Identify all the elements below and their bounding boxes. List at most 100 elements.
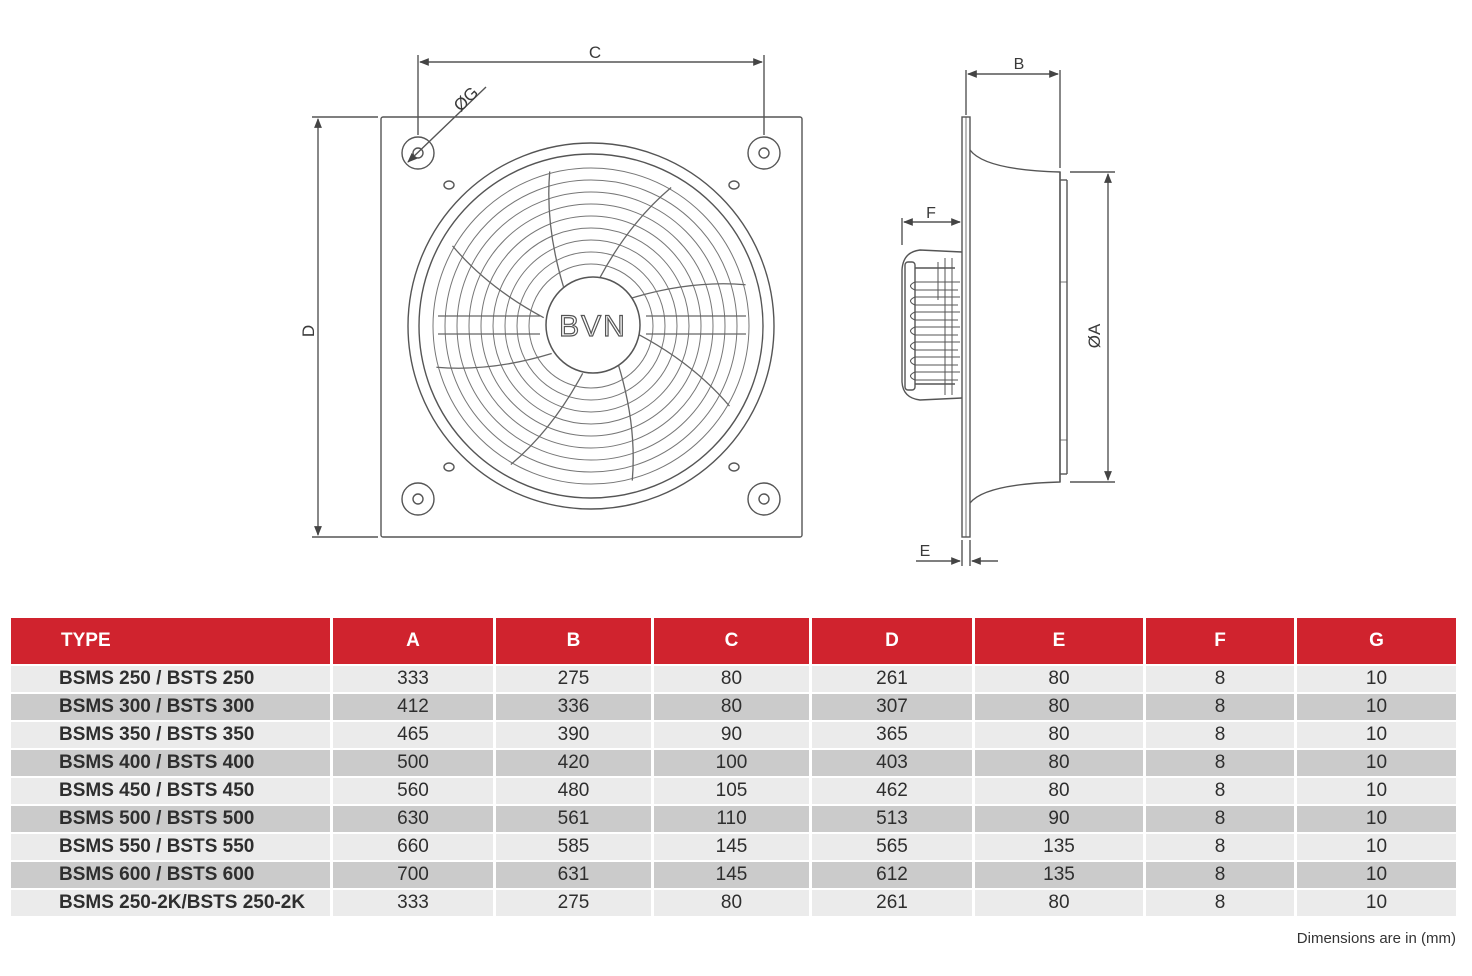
value-cell-a: 412 [333,694,493,720]
value-cell-f: 8 [1146,806,1294,832]
value-cell-e: 80 [975,750,1143,776]
fan-casing [969,149,1061,504]
value-cell-c: 110 [654,806,809,832]
type-cell: BSMS 250-2K/BSTS 250-2K [11,890,330,916]
value-cell-g: 10 [1297,750,1456,776]
value-cell-b: 631 [496,862,651,888]
value-cell-d: 513 [812,806,972,832]
value-cell-c: 145 [654,834,809,860]
value-cell-b: 390 [496,722,651,748]
bvn-logo: BVN [559,310,627,343]
value-cell-b: 336 [496,694,651,720]
value-cell-f: 8 [1146,694,1294,720]
dim-label-c: C [589,43,601,62]
column-header-c: C [654,618,809,664]
value-cell-e: 80 [975,890,1143,916]
motor-hub [545,276,641,374]
value-cell-g: 10 [1297,806,1456,832]
outer-ring [407,142,775,510]
guard-spokes [436,171,746,481]
dim-label-d: D [299,325,318,337]
value-cell-b: 275 [496,666,651,692]
dim-label-f: F [926,205,936,222]
type-cell: BSMS 350 / BSTS 350 [11,722,330,748]
dim-label-b: B [1014,56,1025,73]
value-cell-c: 105 [654,778,809,804]
value-cell-c: 90 [654,722,809,748]
column-header-g: G [1297,618,1456,664]
dim-line-g [407,86,487,163]
value-cell-c: 145 [654,862,809,888]
value-cell-c: 80 [654,666,809,692]
value-cell-d: 403 [812,750,972,776]
value-cell-e: 90 [975,806,1143,832]
value-cell-d: 565 [812,834,972,860]
front-view [312,55,803,538]
value-cell-f: 8 [1146,834,1294,860]
value-cell-e: 80 [975,778,1143,804]
value-cell-e: 80 [975,722,1143,748]
value-cell-b: 585 [496,834,651,860]
value-cell-g: 10 [1297,862,1456,888]
value-cell-e: 80 [975,694,1143,720]
value-cell-g: 10 [1297,666,1456,692]
value-cell-a: 465 [333,722,493,748]
units-footnote: Dimensions are in (mm) [1296,930,1456,947]
column-header-type: TYPE [11,618,330,664]
value-cell-d: 261 [812,890,972,916]
type-cell: BSMS 500 / BSTS 500 [11,806,330,832]
fan-guard [432,167,750,485]
value-cell-c: 80 [654,694,809,720]
value-cell-e: 80 [975,666,1143,692]
dim-label-g: ØG [450,83,482,115]
value-cell-g: 10 [1297,694,1456,720]
value-cell-a: 333 [333,666,493,692]
value-cell-d: 462 [812,778,972,804]
column-header-b: B [496,618,651,664]
value-cell-f: 8 [1146,778,1294,804]
corner-holes [401,136,781,516]
type-cell: BSMS 300 / BSTS 300 [11,694,330,720]
side-view [901,70,1115,566]
column-header-f: F [1146,618,1294,664]
value-cell-b: 420 [496,750,651,776]
value-cell-f: 8 [1146,890,1294,916]
value-cell-g: 10 [1297,778,1456,804]
type-cell: BSMS 250 / BSTS 250 [11,666,330,692]
value-cell-e: 135 [975,834,1143,860]
value-cell-d: 612 [812,862,972,888]
column-header-d: D [812,618,972,664]
dim-label-a: ØA [1085,323,1104,348]
type-cell: BSMS 450 / BSTS 450 [11,778,330,804]
value-cell-a: 500 [333,750,493,776]
value-cell-f: 8 [1146,722,1294,748]
type-cell: BSMS 600 / BSTS 600 [11,862,330,888]
value-cell-a: 630 [333,806,493,832]
value-cell-g: 10 [1297,834,1456,860]
mounting-plate [380,116,803,538]
column-header-a: A [333,618,493,664]
value-cell-d: 365 [812,722,972,748]
value-cell-f: 8 [1146,862,1294,888]
value-cell-f: 8 [1146,750,1294,776]
value-cell-e: 135 [975,862,1143,888]
value-cell-b: 561 [496,806,651,832]
ring-screws [443,180,740,472]
type-cell: BSMS 550 / BSTS 550 [11,834,330,860]
value-cell-a: 333 [333,890,493,916]
value-cell-a: 560 [333,778,493,804]
value-cell-f: 8 [1146,666,1294,692]
value-cell-c: 80 [654,890,809,916]
value-cell-d: 307 [812,694,972,720]
value-cell-c: 100 [654,750,809,776]
value-cell-b: 275 [496,890,651,916]
